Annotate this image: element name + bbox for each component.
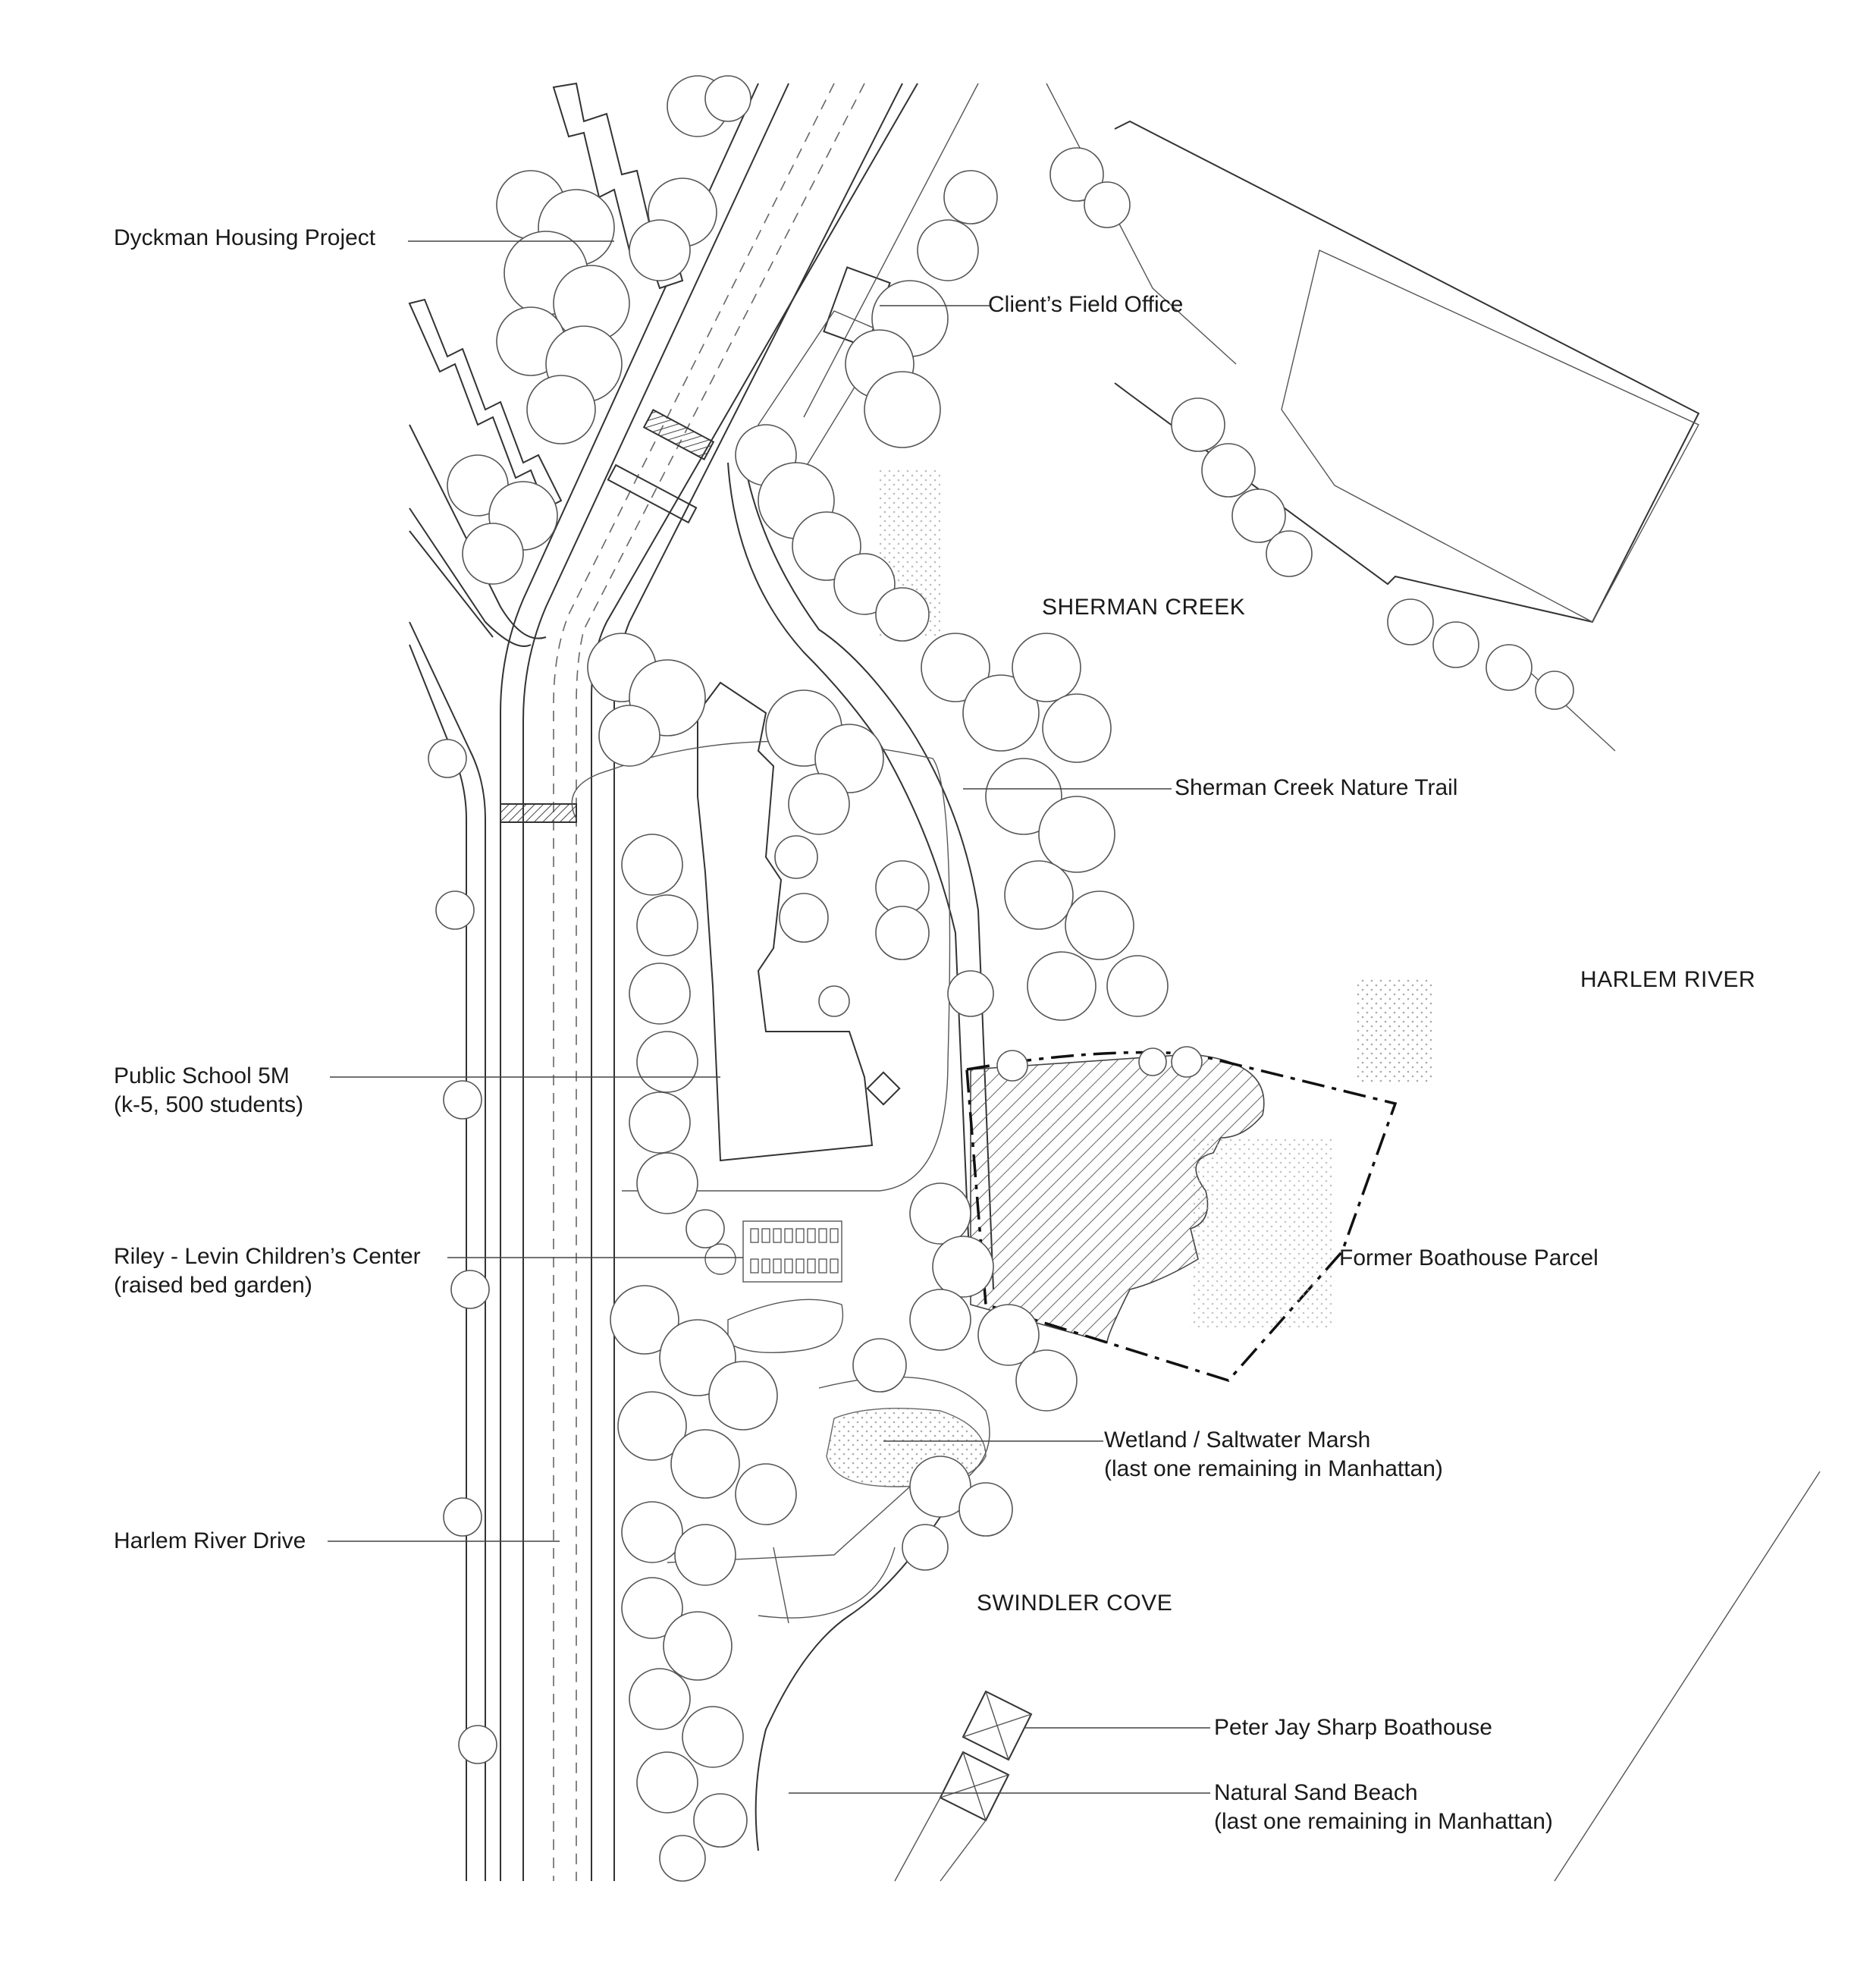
- bridge-south: [500, 803, 577, 823]
- label-swindler-cove: SWINDLER COVE: [977, 1591, 1173, 1616]
- school-annex: [866, 1071, 901, 1106]
- label-dyckman-housing: Dyckman Housing Project: [114, 225, 376, 250]
- swindler-cove-shore: [755, 1516, 941, 1851]
- label-wetland: Wetland / Saltwater Marsh(last one remai…: [1104, 1427, 1443, 1481]
- tree-canopy: [428, 75, 1574, 1882]
- label-field-office: Client’s Field Office: [988, 292, 1184, 317]
- bridge-truss: [607, 463, 698, 524]
- label-harlem-river: HARLEM RIVER: [1580, 967, 1756, 992]
- label-peter-jay-sharp: Peter Jay Sharp Boathouse: [1214, 1715, 1492, 1740]
- label-natural-sand-beach: Natural Sand Beach(last one remaining in…: [1214, 1780, 1553, 1834]
- bridge-north: [642, 409, 715, 460]
- label-public-school: Public School 5M(k-5, 500 students): [114, 1063, 304, 1117]
- marsh-stipple-north: [1357, 978, 1433, 1085]
- public-school-5m-building: [697, 681, 874, 1162]
- label-leader-lines: [328, 240, 1210, 1794]
- label-harlem-river-drive: Harlem River Drive: [114, 1528, 306, 1553]
- peter-jay-sharp-boathouse: [894, 1690, 1033, 1882]
- raised-bed-garden: [704, 1220, 844, 1354]
- label-sherman-creek: SHERMAN CREEK: [1042, 595, 1246, 620]
- harlem-river-far-shore: [1554, 1471, 1821, 1882]
- nature-trail-path: [742, 454, 994, 1290]
- parcel-stipple: [1191, 1138, 1335, 1327]
- label-former-boathouse-parcel: Former Boathouse Parcel: [1339, 1245, 1598, 1270]
- label-nature-trail: Sherman Creek Nature Trail: [1175, 775, 1458, 800]
- label-riley-levin: Riley - Levin Children’s Center(raised b…: [114, 1244, 421, 1298]
- sherman-creek-lot: [1114, 120, 1700, 623]
